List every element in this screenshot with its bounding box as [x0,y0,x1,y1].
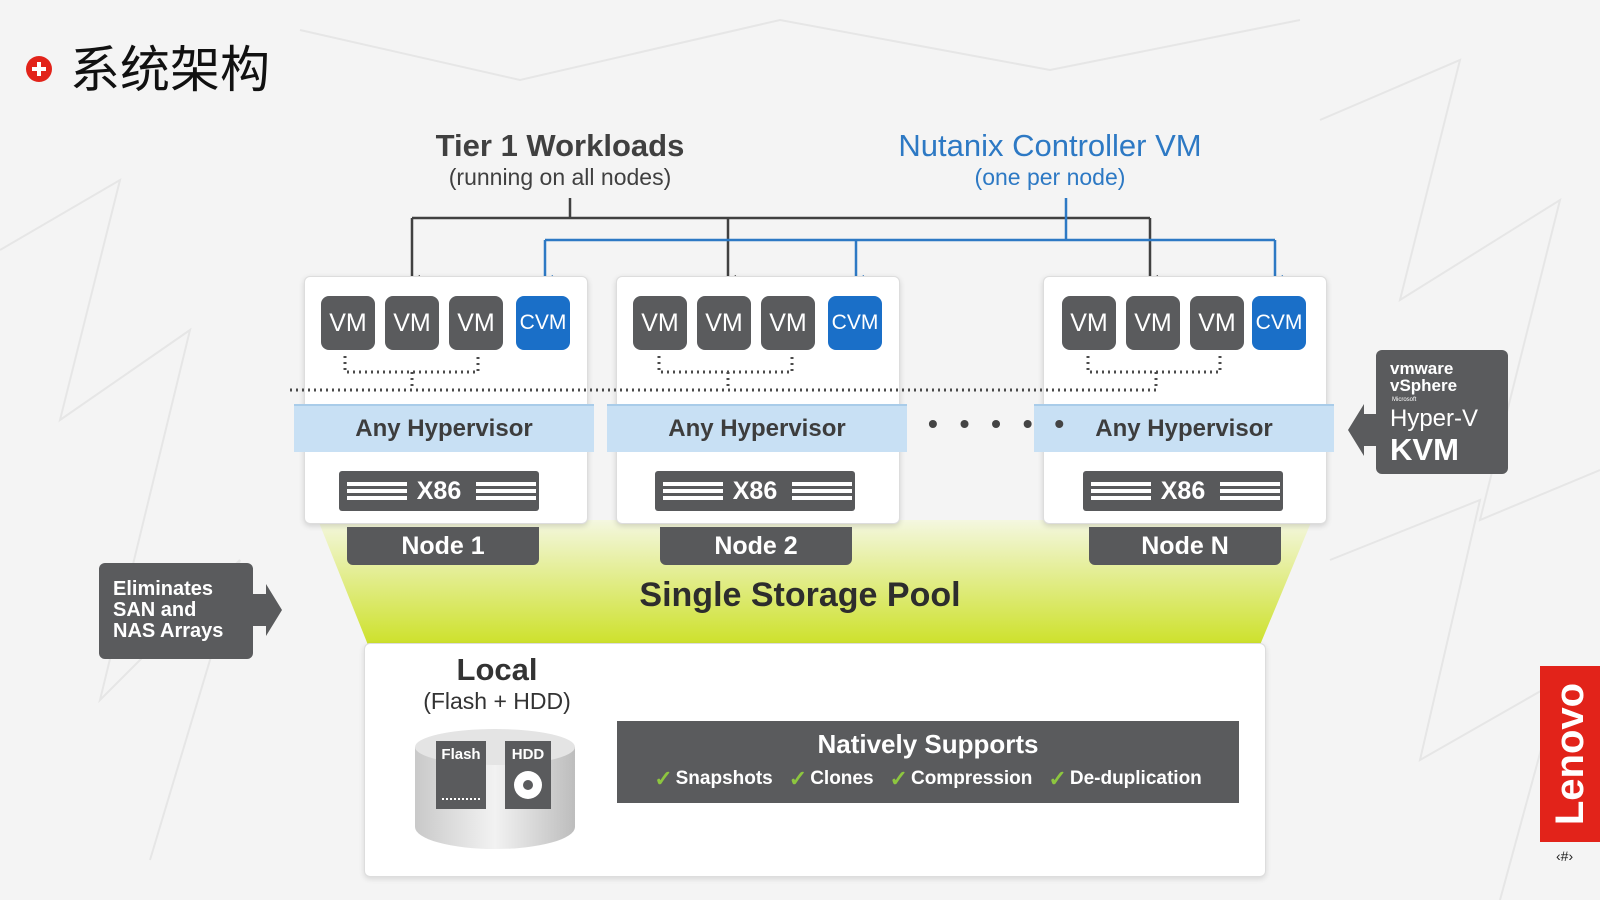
natively-supports-title: Natively Supports [817,729,1039,759]
more-nodes-ellipsis: • • • • • [928,408,1072,439]
feature-item: ✓Compression [889,766,1033,791]
vm-box: VM [1126,296,1180,350]
node-label: Node 1 [347,527,539,565]
local-title: Local [456,652,538,687]
check-icon: ✓ [1048,766,1067,791]
vm-box: VM [449,296,503,350]
vm-box: VM [1190,296,1244,350]
check-icon: ✓ [654,766,673,791]
eliminates-line-1: Eliminates [113,578,214,600]
vm-box: VM [761,296,815,350]
storage-pool-label: Single Storage Pool [639,576,961,614]
feature-list: ✓Snapshots ✓Clones ✓Compression ✓De-dupl… [617,766,1239,792]
eliminates-line-2: SAN and [113,599,197,621]
cvm-subtitle: (one per node) [974,163,1126,190]
left-arrow-icon [1348,404,1380,456]
cvm-header: Nutanix Controller VM (one per node) [880,128,1220,190]
cvm-box: CVM [516,296,570,350]
title-bullet-icon [26,56,52,82]
vmware-logo: vmware vSphere [1390,359,1458,395]
cvm-box: CVM [1252,296,1306,350]
page-number: ‹#› [1556,848,1574,864]
feature-item: ✓Clones [788,766,874,791]
hypervisor-band: Any Hypervisor [607,404,907,452]
storage-cylinder-icon: Flash HDD [415,729,575,849]
eliminates-line-3: NAS Arrays [113,620,224,642]
local-storage-header: Local (Flash + HDD) [392,652,602,714]
hdd-label: HDD [512,746,545,763]
check-icon: ✓ [788,766,808,791]
feature-item: ✓De-duplication [1048,766,1202,791]
eliminates-box: Eliminates SAN and NAS Arrays [99,563,253,659]
feature-item: ✓Snapshots [654,766,773,791]
hypervisor-band: Any Hypervisor [1034,404,1334,452]
tier1-header: Tier 1 Workloads (running on all nodes) [400,128,720,190]
node-label: Node 2 [660,527,852,565]
hyperv-label: Hyper-V [1390,405,1479,432]
microsoft-label: Microsoft [1392,397,1417,403]
tier1-title: Tier 1 Workloads [435,128,685,163]
kvm-label: KVM [1390,432,1459,467]
hypervisor-band: Any Hypervisor [294,404,594,452]
vm-box: VM [1062,296,1116,350]
flash-label: Flash [441,746,480,763]
vm-box: VM [633,296,687,350]
right-arrow-icon [252,584,282,636]
cvm-box: CVM [828,296,882,350]
page-title: 系统架构 [70,41,270,99]
lenovo-logo: Lenovo [1540,666,1600,842]
natively-supports-box: Natively Supports ✓Snapshots ✓Clones ✓Co… [617,721,1239,803]
vm-box: VM [697,296,751,350]
cvm-title: Nutanix Controller VM [898,128,1202,163]
hypervisor-options-box: vmware vSphere Microsoft Hyper-V KVM [1376,350,1508,474]
local-subtitle: (Flash + HDD) [423,687,571,714]
node-label: Node N [1089,527,1281,565]
tier1-subtitle: (running on all nodes) [448,163,672,190]
vm-box: VM [321,296,375,350]
check-icon: ✓ [889,766,908,791]
vm-box: VM [385,296,439,350]
